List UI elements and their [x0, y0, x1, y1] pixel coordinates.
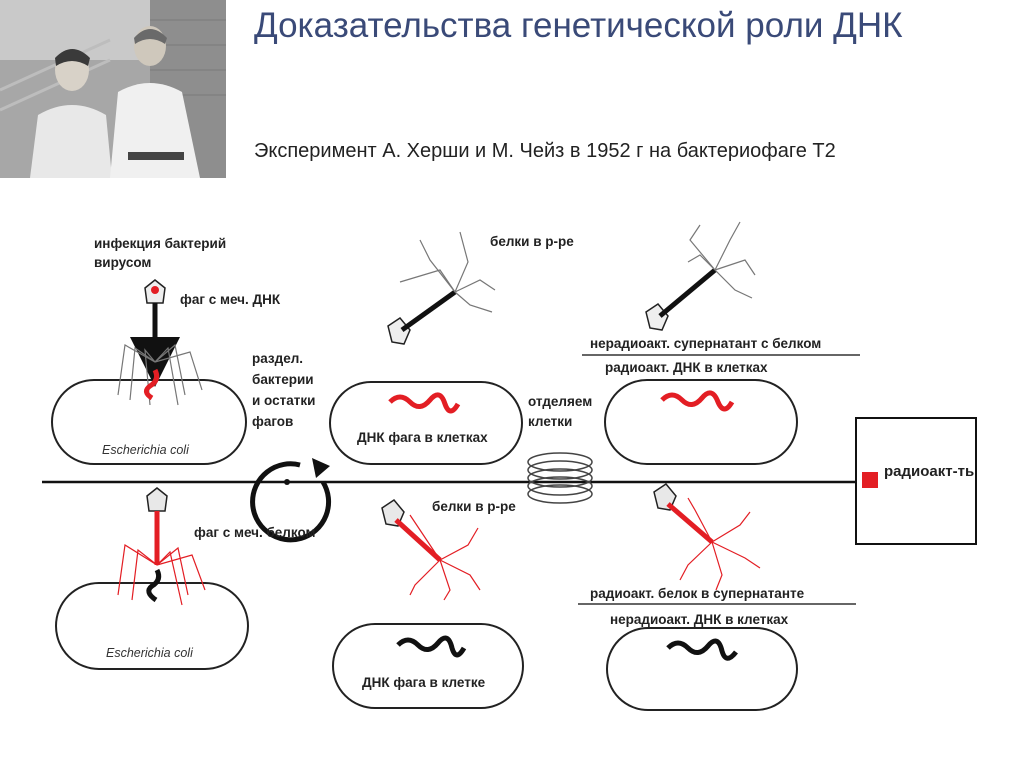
dna-black-bottom-2 [396, 635, 467, 658]
dna-black-bottom-3 [666, 638, 738, 661]
label-proteins-bottom: белки в р-ре [432, 499, 516, 514]
cell-top-3 [604, 379, 798, 465]
label-radio-dna-cells: радиоакт. ДНК в клетках [605, 360, 768, 375]
label-ecoli-top: Escherichia coli [102, 443, 189, 457]
radioactivity-box [855, 417, 977, 545]
phage-protein-labeled [117, 487, 206, 606]
cell-top-2 [329, 381, 523, 465]
phage-ghost-top-middle [387, 231, 496, 345]
label-dna-in-cell: ДНК фага в клетке [362, 675, 486, 690]
dna-red-top-3 [660, 390, 735, 412]
label-radioactivity: радиоакт-ть [884, 463, 975, 480]
label-separate-cells: отделяем клетки [528, 394, 593, 429]
label-ecoli-bottom: Escherichia coli [106, 646, 193, 660]
label-infection: инфекция бактерий вирусом [94, 236, 227, 270]
radioactivity-marker [862, 472, 878, 488]
label-phage-dna: фаг с меч. ДНК [180, 292, 281, 307]
cell-bottom-3 [606, 627, 798, 711]
dna-red-top-2 [388, 392, 461, 414]
centrifuge-coil [527, 452, 593, 504]
label-nonradio-dna-cells: нерадиоакт. ДНК в клетках [610, 612, 789, 627]
label-dna-in-cells: ДНК фага в клетках [357, 430, 488, 445]
centrifuge-circle [250, 461, 332, 543]
phage-ghost-top-right [645, 221, 756, 331]
scientists-photo [0, 0, 226, 178]
label-phage-protein: фаг с меч. белком [194, 525, 316, 540]
page-title: Доказательства генетической роли ДНК [254, 6, 903, 45]
page-subtitle: Эксперимент А. Херши и М. Чейз в 1952 г … [254, 140, 836, 162]
phage-dna-labeled [117, 279, 203, 406]
phage-ghost-bottom-right [653, 483, 761, 591]
label-separate: раздел. бактерии и остатки фагов [252, 351, 316, 429]
cell-bottom-2 [332, 623, 524, 709]
phage-ghost-bottom-middle [381, 499, 481, 601]
label-radio-protein-supernatant: радиоакт. белок в супернатанте [590, 586, 805, 601]
label-nonradio-supernatant: нерадиоакт. супернатант с белком [590, 336, 822, 351]
label-proteins-top: белки в р-ре [490, 234, 574, 249]
cell-bottom-1 [55, 582, 249, 670]
